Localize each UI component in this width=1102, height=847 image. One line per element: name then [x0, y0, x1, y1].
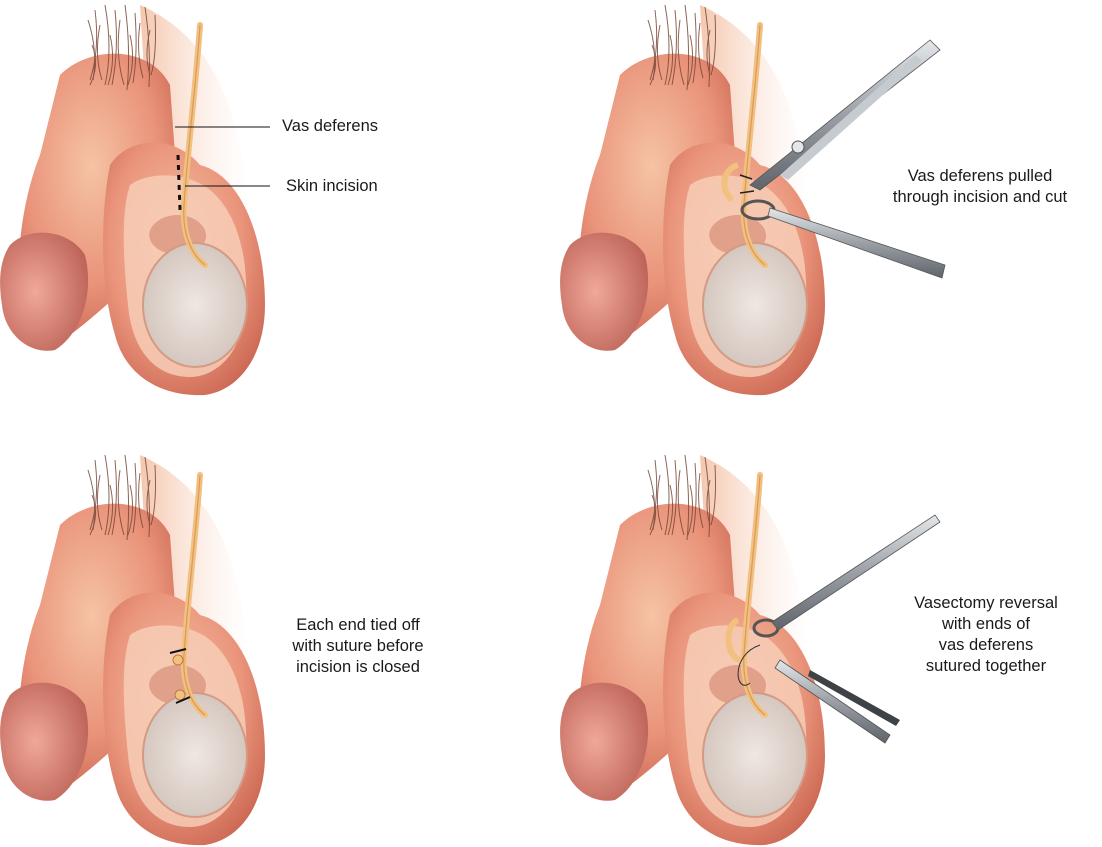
caption-tied-off: Each end tied off with suture before inc… [258, 615, 458, 678]
panel-vas-cut: Vas deferens pulled through incision and… [560, 0, 1102, 400]
anatomy-illustration [0, 455, 270, 847]
panel-skin-incision: Vas deferens Skin incision [0, 0, 520, 400]
caption-reversal: Vasectomy reversal with ends of vas defe… [886, 593, 1086, 677]
panel-tied-off: Each end tied off with suture before inc… [0, 455, 520, 847]
vas-deferens-label: Vas deferens [282, 116, 378, 137]
skin-incision-label: Skin incision [286, 176, 378, 197]
caption-vas-cut: Vas deferens pulled through incision and… [875, 166, 1085, 208]
panel-reversal: Vasectomy reversal with ends of vas defe… [560, 455, 1102, 847]
leader-lines [0, 0, 520, 400]
